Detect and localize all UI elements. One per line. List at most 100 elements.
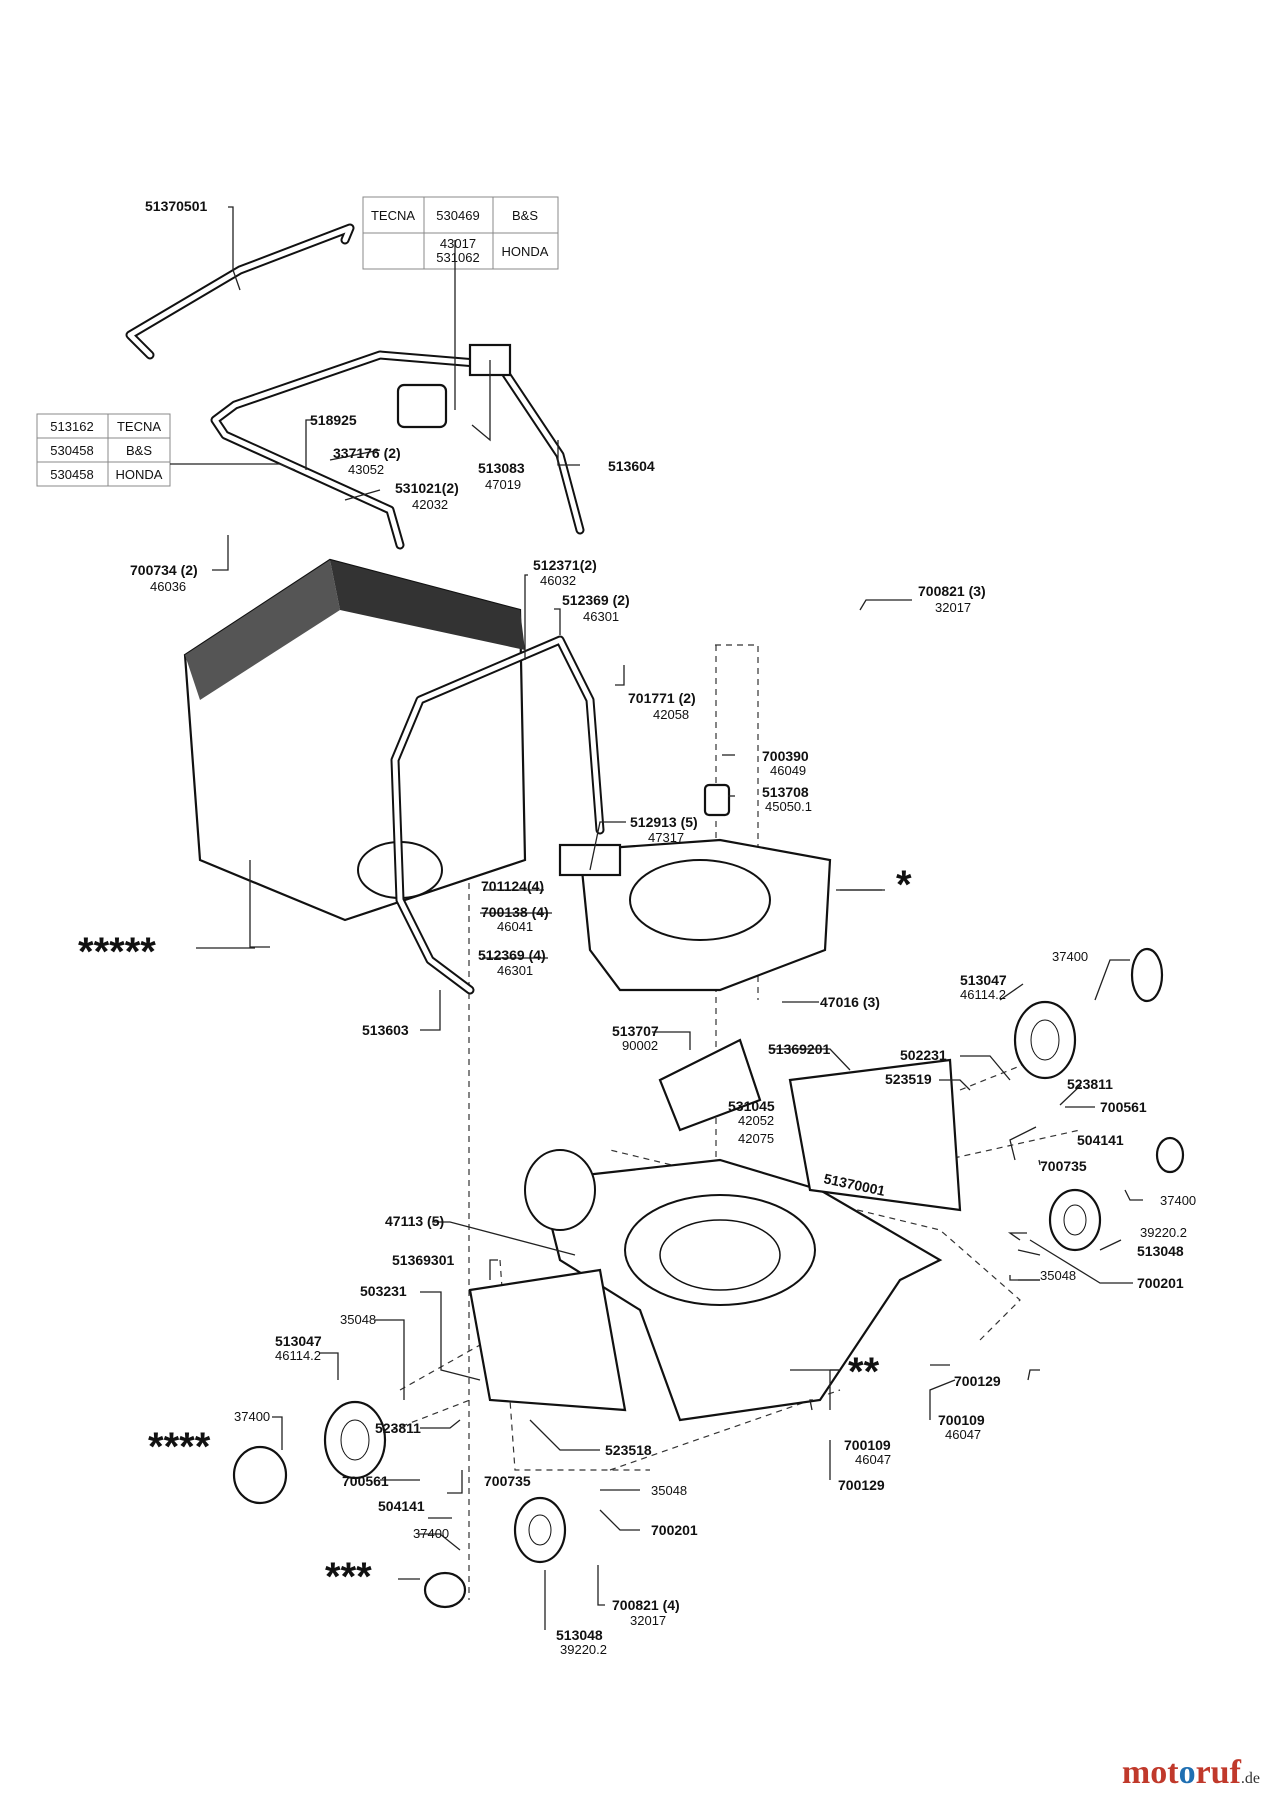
part-number-label: 700129 (838, 1477, 885, 1493)
part-number-label: 37400 (234, 1409, 270, 1424)
part-number-label: 700561 (1100, 1099, 1147, 1115)
upper-handle (210, 343, 585, 550)
part-number-label: 513603 (362, 1022, 409, 1038)
part-labels: 51370501 518925 337176 (2) 43052 531021(… (130, 198, 1196, 1657)
part-number-label: 700735 (484, 1473, 531, 1489)
part-number-label: 523519 (885, 1071, 932, 1087)
part-number-sublabel: 46114.2 (275, 1348, 321, 1363)
part-number-label: 37400 (1052, 949, 1088, 964)
variant-marker-3-stars: *** (325, 1555, 372, 1599)
part-number-label: 37400 (1160, 1193, 1196, 1208)
grip-table-cell: TECNA (117, 419, 161, 434)
part-number-label: 513047 (275, 1333, 322, 1349)
mower-deck (468, 1038, 962, 1422)
part-number-label: 513048 (1137, 1243, 1184, 1259)
part-number-sublabel: 46301 (497, 963, 533, 978)
part-number-label: 51369201 (768, 1041, 831, 1057)
right-axle-bracket (788, 1058, 962, 1212)
part-number-sublabel: 42032 (412, 497, 448, 512)
engine-table-cell: B&S (512, 208, 538, 223)
engine-table-cell: TECNA (371, 208, 415, 223)
part-number-label: 35048 (1040, 1268, 1076, 1283)
part-number-label: 37400 (413, 1526, 449, 1541)
part-number-label: 51370501 (145, 198, 208, 214)
part-number-label: 337176 (2) (333, 445, 401, 461)
motoruf-logo: motoruf.de (1121, 1754, 1260, 1791)
engine-table-cell: HONDA (502, 244, 549, 259)
part-number-label: 512913 (5) (630, 814, 698, 830)
variant-marker-1-star: * (896, 863, 912, 907)
part-number-label: 700821 (3) (918, 583, 986, 599)
part-number-label: 513707 (612, 1023, 659, 1039)
wheel-front-left (513, 1496, 567, 1564)
hubcap-rear-left (232, 1445, 288, 1505)
part-number-label: 47113 (5) (385, 1213, 444, 1229)
hubcap-front-right (1155, 1136, 1185, 1174)
star-markers: ***** * ** **** *** (78, 863, 912, 1599)
variant-marker-4-stars: **** (148, 1425, 211, 1469)
grip-table-cell: 513162 (50, 419, 93, 434)
chute-flap (558, 843, 622, 877)
part-number-label: 700561 (342, 1473, 389, 1489)
part-number-label: 701771 (2) (628, 690, 696, 706)
part-number-label: 523811 (1067, 1076, 1113, 1092)
grip-variant-table: 513162 TECNA 530458 B&S 530458 HONDA (36, 413, 171, 487)
part-number-label: 700821 (4) (612, 1597, 680, 1613)
part-number-label: 39220.2 (1140, 1225, 1187, 1240)
part-number-label: 700129 (954, 1373, 1001, 1389)
variant-marker-5-stars: ***** (78, 930, 156, 974)
part-number-label: 504141 (378, 1498, 425, 1514)
spacer-sleeve (703, 783, 731, 817)
part-number-label: 42075 (738, 1131, 774, 1146)
part-number-label: 513048 (556, 1627, 603, 1643)
part-number-label: 513708 (762, 784, 809, 800)
wheel-rear-right (1013, 1000, 1077, 1080)
engine-switch-box (396, 383, 448, 429)
engine-table-cell: 530469 (436, 208, 479, 223)
part-number-label: 700201 (1137, 1275, 1184, 1291)
part-number-sublabel: 90002 (622, 1038, 658, 1053)
part-number-sublabel: 46047 (855, 1452, 891, 1467)
wheel-rear-left (323, 1400, 387, 1480)
hubcap-rear-right (1130, 947, 1164, 1003)
variant-marker-2-stars: ** (848, 1350, 880, 1394)
part-number-sublabel: 32017 (935, 600, 971, 615)
grip-table-cell: B&S (126, 443, 152, 458)
part-number-label: 701124(4) (481, 878, 544, 894)
part-number-sublabel: 43052 (348, 462, 384, 477)
bail-lever-rod (125, 223, 355, 360)
part-number-sublabel: 45050.1 (765, 799, 812, 814)
part-number-label: 35048 (651, 1483, 687, 1498)
part-number-label: 35048 (340, 1312, 376, 1327)
part-number-label: 523518 (605, 1442, 652, 1458)
part-number-label: 503231 (360, 1283, 407, 1299)
part-number-label: 513083 (478, 460, 525, 476)
part-number-sublabel: 47019 (485, 477, 521, 492)
part-number-label: 700109 (938, 1412, 985, 1428)
part-number-label: 47016 (3) (820, 994, 880, 1010)
chute-guide (658, 1038, 762, 1132)
part-number-label: 51369301 (392, 1252, 455, 1268)
part-number-label: 512369 (2) (562, 592, 630, 608)
hubcap-front-left (423, 1571, 467, 1609)
part-number-sublabel: 46047 (945, 1427, 981, 1442)
part-number-label: 513604 (608, 458, 655, 474)
part-number-label: 512371(2) (533, 557, 597, 573)
leader-lines (170, 206, 1143, 1630)
grass-bag (183, 558, 527, 922)
wheel-front-right (1048, 1188, 1102, 1252)
part-number-sublabel: 39220.2 (560, 1642, 607, 1657)
fan-housing-cover (558, 783, 832, 992)
part-number-sublabel: 46041 (497, 919, 533, 934)
part-number-label: 700735 (1040, 1158, 1087, 1174)
part-number-label: 518925 (310, 412, 357, 428)
part-number-label: 531045 (728, 1098, 775, 1114)
part-number-label: 531021(2) (395, 480, 459, 496)
part-number-label: 700390 (762, 748, 809, 764)
part-number-sublabel: 46032 (540, 573, 576, 588)
part-number-sublabel: 32017 (630, 1613, 666, 1628)
grip-table-cell: 530458 (50, 443, 93, 458)
part-number-label: 700138 (4) (481, 904, 549, 920)
